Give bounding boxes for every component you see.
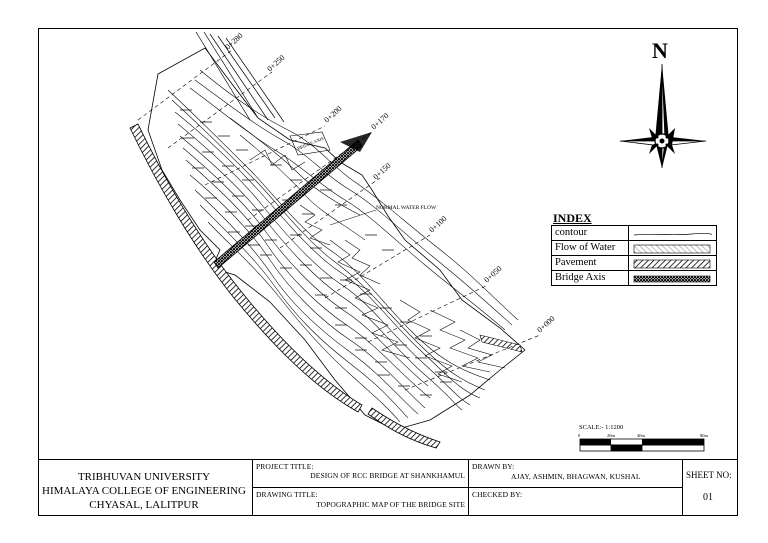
chainage-0-250: 0+250 bbox=[265, 53, 286, 73]
pavement-symbol bbox=[633, 259, 711, 269]
scale-tick-20: 20m bbox=[607, 433, 616, 438]
drawn-by-label: DRAWN BY: bbox=[472, 462, 515, 471]
chainage-lines bbox=[137, 49, 541, 391]
scale-bar: SCALE:- 1:1200 0 20m 40m 80m bbox=[578, 424, 709, 452]
project-title-label: PROJECT TITLE: bbox=[256, 462, 314, 471]
topographic-map: BRIDGE AXIS NORMAL WATER FLOW 0+280 0+25… bbox=[129, 31, 709, 452]
chainage-0-000: 0+000 bbox=[535, 314, 556, 334]
chainage-labels: 0+280 0+250 0+200 0+170 0+150 0+100 0+05… bbox=[223, 31, 556, 334]
chainage-0-280: 0+280 bbox=[223, 31, 244, 51]
chainage-0-200: 0+200 bbox=[322, 104, 343, 124]
north-arrow: N bbox=[619, 38, 707, 169]
drawn-by-block: DRAWN BY: AJAY, ASHMIN, BHAGWAN, KUSHAL bbox=[468, 459, 683, 488]
water-flow-label: NORMAL WATER FLOW bbox=[376, 205, 437, 211]
chainage-0-050: 0+050 bbox=[482, 264, 503, 284]
scale-tick-40: 40m bbox=[637, 433, 646, 438]
bridge-symbol bbox=[633, 275, 711, 283]
legend-label-bridge: Bridge Axis bbox=[555, 272, 606, 283]
legend-title: INDEX bbox=[553, 211, 592, 225]
legend-label-contour: contour bbox=[555, 227, 588, 238]
contour-symbol bbox=[633, 232, 713, 236]
legend-row-pavement: Pavement bbox=[551, 255, 717, 271]
legend-row-flow: Flow of Water bbox=[551, 240, 717, 256]
project-title-block: PROJECT TITLE: DESIGN OF RCC BRIDGE AT S… bbox=[252, 459, 469, 488]
institution-line-3: CHYASAL, LALITPUR bbox=[89, 499, 199, 511]
water-flow-marks bbox=[180, 109, 452, 396]
institution-block: TRIBHUVAN UNIVERSITY HIMALAYA COLLEGE OF… bbox=[38, 459, 253, 516]
checked-by-label: CHECKED BY: bbox=[472, 490, 523, 499]
chainage-0-100: 0+100 bbox=[427, 214, 448, 234]
sheet-no-block: SHEET NO: 01 bbox=[682, 459, 738, 516]
north-label: N bbox=[652, 38, 668, 63]
scale-tick-80: 80m bbox=[700, 433, 709, 438]
flow-symbol bbox=[633, 244, 711, 254]
sheet-no-label: SHEET NO: bbox=[686, 470, 732, 480]
site-boundary bbox=[147, 47, 526, 431]
legend-row-contour: contour bbox=[551, 225, 717, 241]
legend-label-flow: Flow of Water bbox=[555, 242, 616, 253]
drawing-title-label: DRAWING TITLE: bbox=[256, 490, 318, 499]
sheet-no: 01 bbox=[703, 492, 713, 503]
scale-label: SCALE:- 1:1200 bbox=[579, 424, 623, 431]
chainage-0-150: 0+150 bbox=[371, 161, 392, 181]
contour-lines bbox=[167, 69, 519, 423]
chainage-0-170: 0+170 bbox=[369, 111, 390, 131]
institution-line-2: HIMALAYA COLLEGE OF ENGINEERING bbox=[42, 485, 246, 497]
project-title: DESIGN OF RCC BRIDGE AT SHANKHAMUL bbox=[310, 471, 465, 480]
legend-label-pavement: Pavement bbox=[555, 257, 597, 268]
drawn-by: AJAY, ASHMIN, BHAGWAN, KUSHAL bbox=[511, 472, 641, 481]
approach-road bbox=[195, 31, 285, 123]
pavement-road bbox=[129, 123, 363, 413]
institution-line-1: TRIBHUVAN UNIVERSITY bbox=[77, 471, 211, 483]
legend-row-bridge: Bridge Axis bbox=[551, 270, 717, 286]
checked-by-block: CHECKED BY: bbox=[468, 487, 683, 516]
drawing-title-block: DRAWING TITLE: TOPOGRAPHIC MAP OF THE BR… bbox=[252, 487, 469, 516]
scale-tick-0: 0 bbox=[578, 433, 581, 438]
drawing-title: TOPOGRAPHIC MAP OF THE BRIDGE SITE bbox=[316, 500, 465, 509]
